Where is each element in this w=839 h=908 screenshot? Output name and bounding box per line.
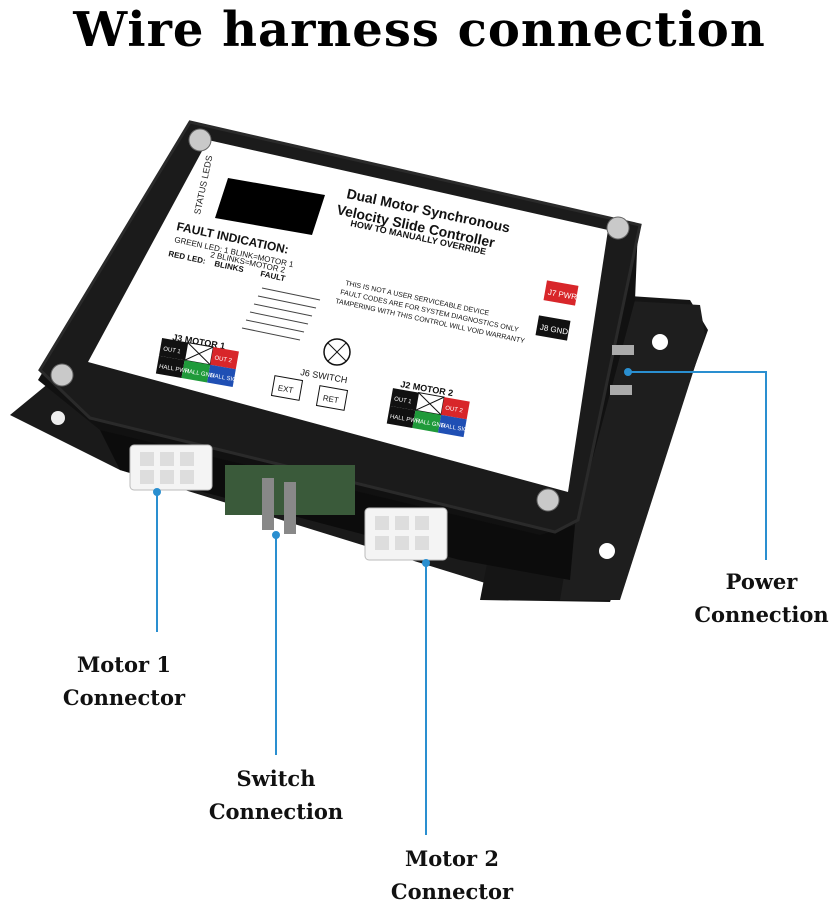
screw [606, 216, 630, 240]
j2-out1-label: OUT 1 [394, 396, 413, 405]
screw [188, 128, 212, 152]
j2-hall-gnd-label: HALL GND [415, 419, 446, 430]
callout-motor1: Motor 1 Connector [44, 648, 204, 714]
j2-hall-pwr-label: HALL PWR [389, 414, 421, 425]
power-terminal [612, 345, 634, 355]
j2-out2-label: OUT 2 [445, 406, 464, 415]
callout-switch-line2: Connection [208, 799, 344, 824]
ext-label: EXT [277, 383, 294, 395]
mount-hole [51, 411, 65, 425]
callout-switch-line1: Switch [236, 766, 316, 791]
j3-hall-sig-label: HALL SIG [210, 373, 238, 384]
label-panel [88, 140, 608, 492]
screw [536, 488, 560, 512]
mount-hole [652, 334, 668, 350]
j3-hall-gnd-label: HALL GND [184, 368, 215, 379]
j3-hall-pwr-label: HALL PWR [159, 364, 191, 375]
callout-power-line1: Power [725, 569, 798, 594]
ret-label: RET [322, 393, 339, 405]
j8-gnd-tag [535, 315, 571, 341]
callout-power: Power Connection [684, 565, 839, 631]
j7-pwr-tag [543, 280, 579, 306]
j3-out1-label: OUT 1 [163, 346, 182, 355]
ext-button [270, 375, 304, 401]
page-title: Wire harness connection [73, 2, 766, 58]
callout-motor2-line2: Connector [390, 879, 514, 904]
callout-lines [153, 368, 767, 835]
j3-out2-label: OUT 2 [214, 355, 233, 364]
mount-hole [599, 543, 615, 559]
ret-button [315, 385, 349, 411]
screw [50, 363, 74, 387]
switch-connector [262, 478, 274, 530]
callout-motor1-line1: Motor 1 [77, 652, 171, 677]
callout-motor2: Motor 2 Connector [372, 842, 532, 908]
motor2-connector [364, 507, 448, 561]
callout-power-line2: Connection [694, 602, 829, 627]
callout-motor2-line1: Motor 2 [405, 846, 499, 871]
status-led-window [215, 178, 325, 235]
callout-switch: Switch Connection [196, 762, 356, 828]
callout-motor1-line2: Connector [62, 685, 186, 710]
j2-hall-sig-label: HALL SIG [441, 423, 469, 434]
